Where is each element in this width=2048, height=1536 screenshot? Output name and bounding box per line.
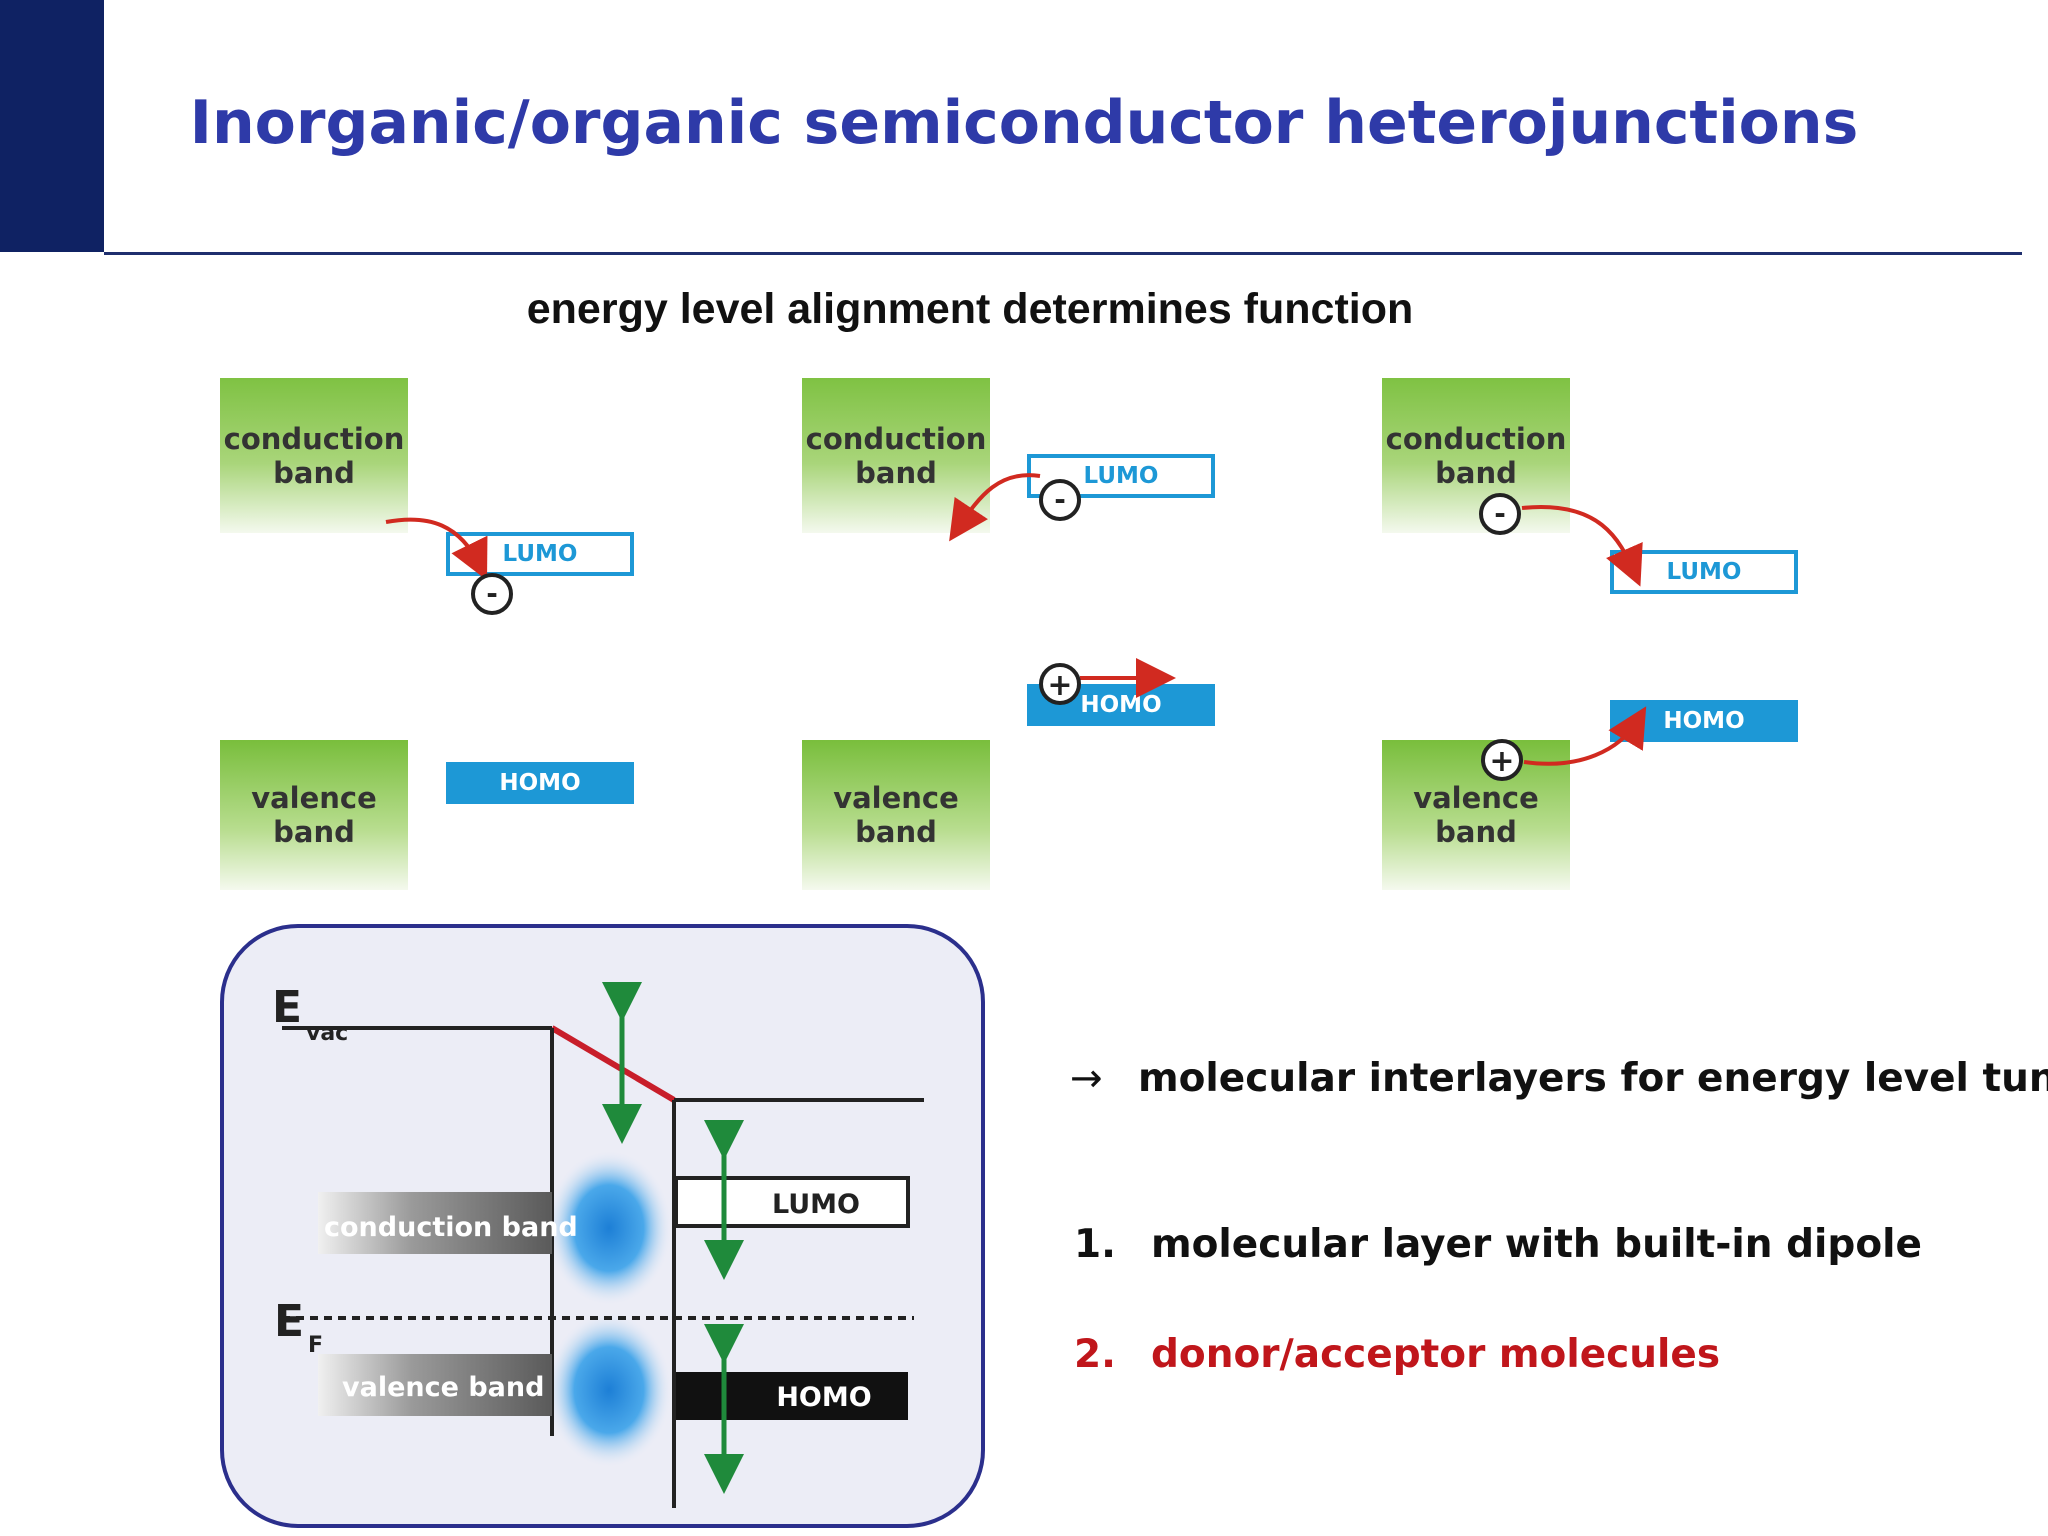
- lumo-label: LUMO: [772, 1189, 860, 1220]
- interface-energy-diagram: conduction band LUMO valence band HOMO E…: [272, 982, 924, 1508]
- list-item-number: 2.: [1074, 1332, 1116, 1377]
- svg-text:-: -: [1054, 483, 1066, 516]
- header-corner-block: [0, 0, 104, 252]
- band-alignment-panel: conduction band LUMO valence band HOMO E…: [220, 924, 985, 1528]
- hole-transfer-arrow: [1523, 706, 1647, 766]
- ef-subscript: F: [308, 1333, 323, 1358]
- electron-symbol: -: [471, 573, 513, 615]
- evac-symbol: E: [272, 982, 302, 1033]
- list-item-text: donor/acceptor molecules: [1151, 1332, 1721, 1377]
- header-divider: [104, 252, 2022, 255]
- electron-symbol: -: [1479, 493, 1521, 535]
- interface-glow-lower: [546, 1312, 672, 1468]
- homo-label: HOMO: [776, 1382, 871, 1413]
- right-arrow-icon: →: [1070, 1056, 1103, 1101]
- electron-transfer-arrow: [949, 473, 1041, 542]
- interface-glow-upper: [546, 1150, 672, 1306]
- hole-symbol: +: [1039, 663, 1081, 705]
- conduction-band-bar: [318, 1192, 552, 1254]
- list-item-number: 1.: [1074, 1222, 1116, 1267]
- ef-symbol: E: [274, 1296, 304, 1347]
- evac-subscript: vac: [306, 1021, 348, 1046]
- valence-band-bar: [318, 1354, 552, 1416]
- tuning-text: molecular interlayers for energy level t…: [1138, 1056, 2048, 1101]
- green-shift-arrows: [602, 982, 744, 1494]
- svg-text:+: +: [1489, 744, 1514, 779]
- slide-subtitle: energy level alignment determines functi…: [526, 285, 1414, 333]
- electron-transfer-arrow: [385, 517, 488, 581]
- hole-symbol: +: [1481, 739, 1523, 781]
- valence-band-label: valence band: [342, 1372, 544, 1403]
- slide-title: Inorganic/organic semiconductor heteroju…: [189, 88, 1859, 158]
- homo-box: HOMO: [446, 762, 634, 804]
- electron-transfer-arrow: [1521, 504, 1643, 587]
- electron-symbol: -: [1039, 479, 1081, 521]
- vacuum-level-step: [550, 1025, 676, 1103]
- svg-text:-: -: [1494, 497, 1506, 530]
- conduction-band-label: conduction band: [324, 1212, 578, 1243]
- svg-text:-: -: [486, 577, 498, 610]
- svg-text:+: +: [1047, 668, 1072, 703]
- list-item-text: molecular layer with built-in dipole: [1151, 1222, 1922, 1267]
